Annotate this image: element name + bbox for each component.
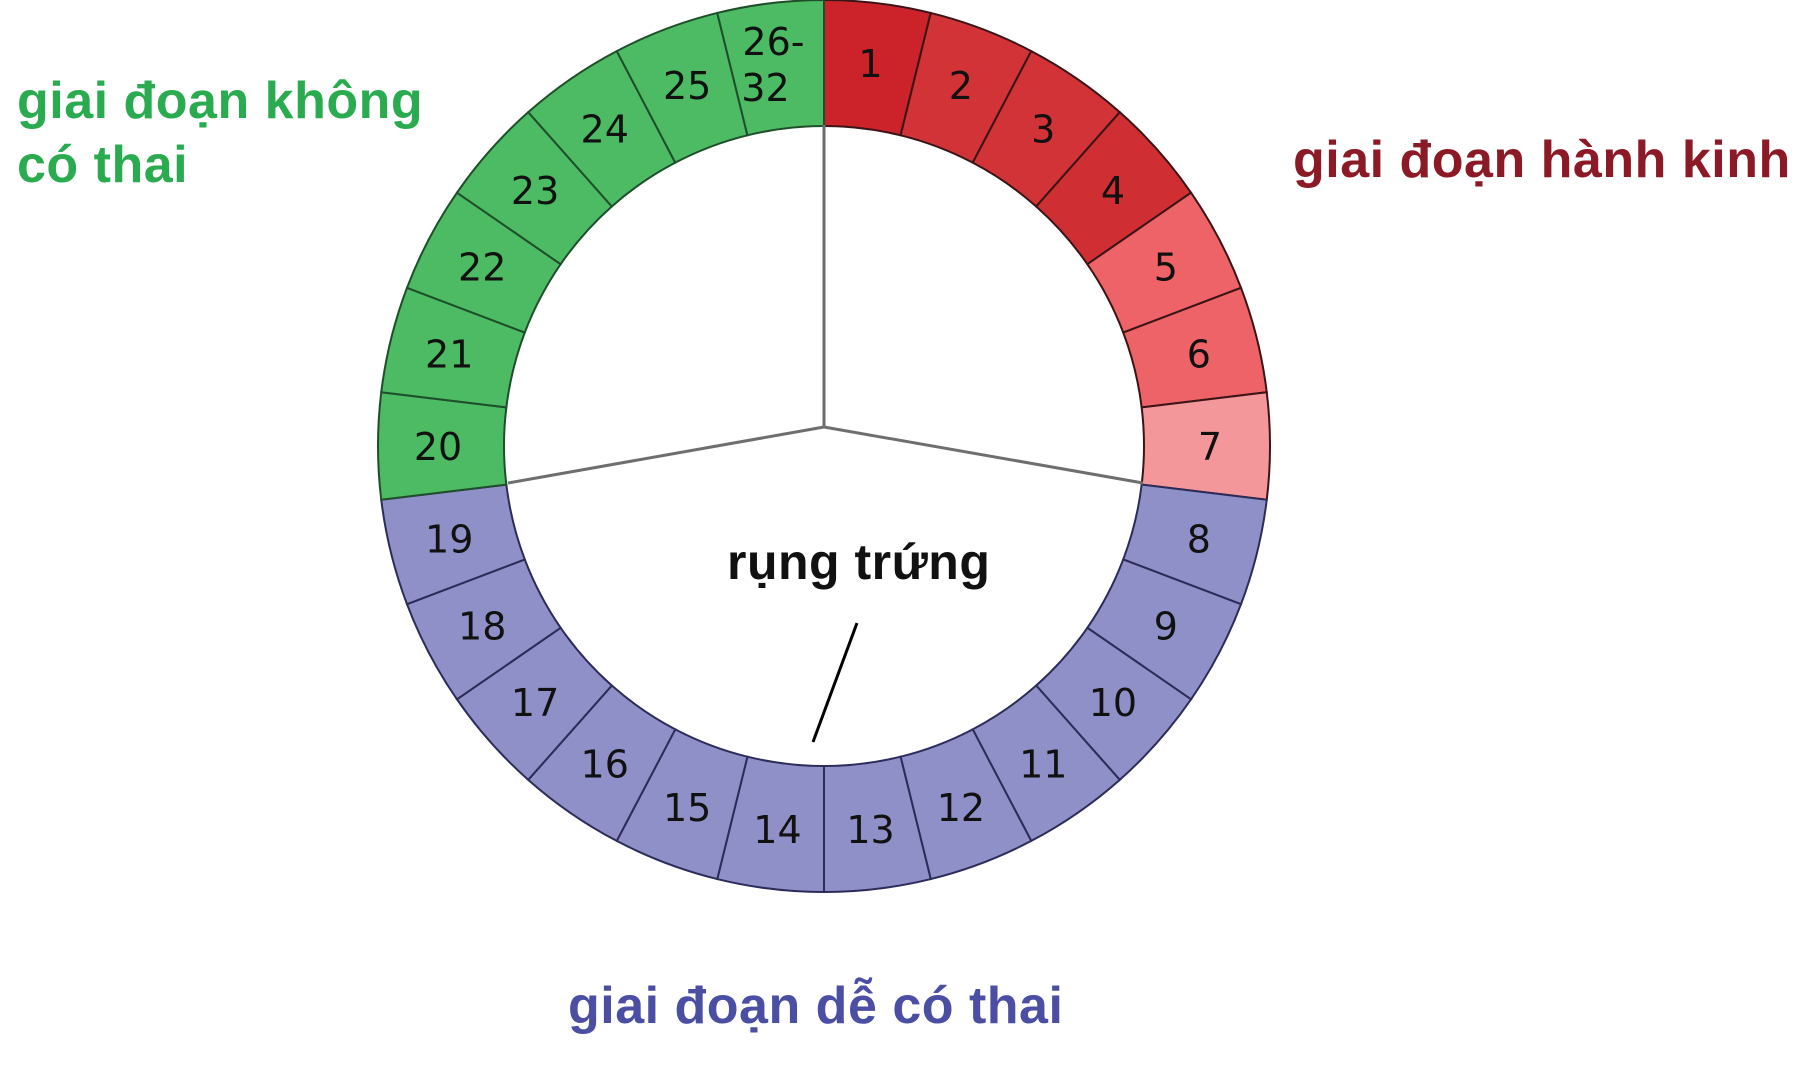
- day-number-label: 7: [1198, 425, 1222, 469]
- day-number-label: 13: [846, 808, 894, 852]
- day-number-label: 8: [1187, 517, 1211, 561]
- day-number-label: 26-32: [741, 20, 804, 110]
- day-number-label: 23: [511, 169, 559, 213]
- day-number-label: 15: [663, 786, 711, 830]
- day-number-label: 16: [581, 743, 629, 787]
- day-number-label: 20: [414, 425, 462, 469]
- day-number-labels: 1234567891011121314151617181920212223242…: [414, 20, 1222, 852]
- non-fertile-phase-label: giai đoạn không có thai: [17, 69, 423, 197]
- day-number-label: 6: [1187, 333, 1211, 377]
- day-number-label: 11: [1019, 743, 1067, 787]
- non-fertile-label-line1: giai đoạn không: [17, 72, 424, 130]
- day-number-label: 21: [425, 333, 473, 377]
- phase-dividers: [507, 125, 1144, 485]
- day-segment-26: [716, 0, 825, 137]
- day-number-label: 5: [1154, 246, 1178, 290]
- menstrual-phase-label: giai đoạn hành kinh: [1293, 131, 1791, 189]
- day-number-label: 1: [858, 42, 882, 86]
- day-number-label: 19: [425, 517, 473, 561]
- day-number-label: 2: [949, 64, 973, 108]
- day-number-label: 4: [1101, 169, 1125, 213]
- fertile-phase-label: giai đoạn dễ có thai: [568, 977, 1064, 1035]
- day-number-label: 12: [937, 786, 985, 830]
- ovulation-label: rụng trứng: [727, 534, 991, 590]
- day-number-label: 10: [1089, 681, 1137, 725]
- day-number-label: 3: [1031, 107, 1055, 151]
- day-number-label: 9: [1154, 604, 1178, 648]
- ovulation-pointer-line: [811, 622, 859, 743]
- day-number-label: 17: [511, 681, 559, 725]
- cycle-ring: [377, 0, 1271, 894]
- non-fertile-label-line2: có thai: [17, 136, 189, 194]
- day-number-label: 22: [458, 246, 506, 290]
- day-number-label: 18: [458, 604, 506, 648]
- day-number-label: 24: [581, 107, 629, 151]
- phase-divider-line: [507, 425, 825, 485]
- day-number-label: 14: [753, 808, 801, 852]
- phase-divider-line: [823, 425, 1144, 485]
- day-number-label: 25: [663, 64, 711, 108]
